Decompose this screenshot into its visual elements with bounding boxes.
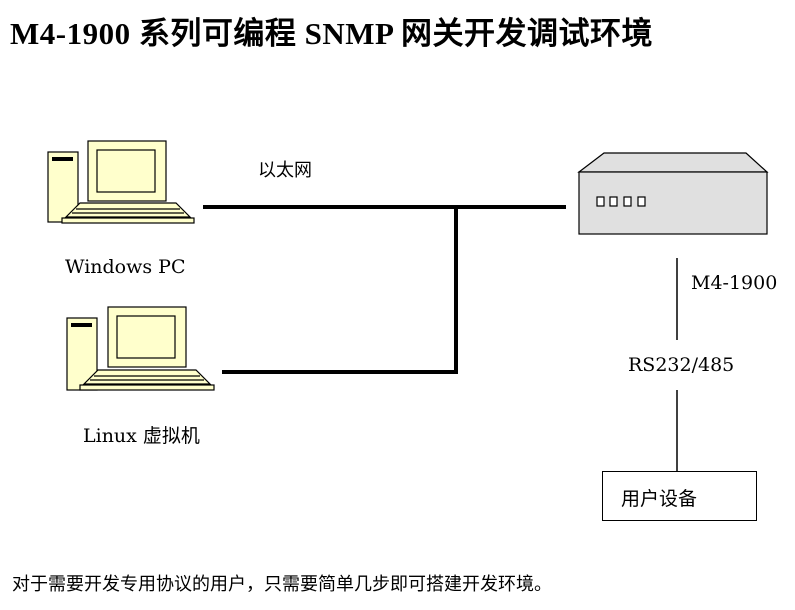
user-device-box: 用户设备 [602,471,757,521]
linux-vm-label: Linux 虚拟机 [83,425,200,447]
ethernet-label: 以太网 [258,160,312,181]
footer-description: 对于需要开发专用协议的用户，只需要简单几步即可搭建开发环境。 [12,574,552,595]
page-title: M4-1900 系列可编程 SNMP 网关开发调试环境 [10,16,653,51]
windows-pc-label: Windows PC [65,256,186,278]
windows-pc-icon [47,140,195,224]
m4-1900-device-icon [577,152,769,235]
rs232-485-label: RS232/485 [628,354,735,376]
m4-1900-label: M4-1900 [691,272,778,294]
linux-vm-computer-icon [66,306,215,391]
user-device-label: 用户设备 [621,488,698,510]
ethernet-lines [203,205,566,374]
